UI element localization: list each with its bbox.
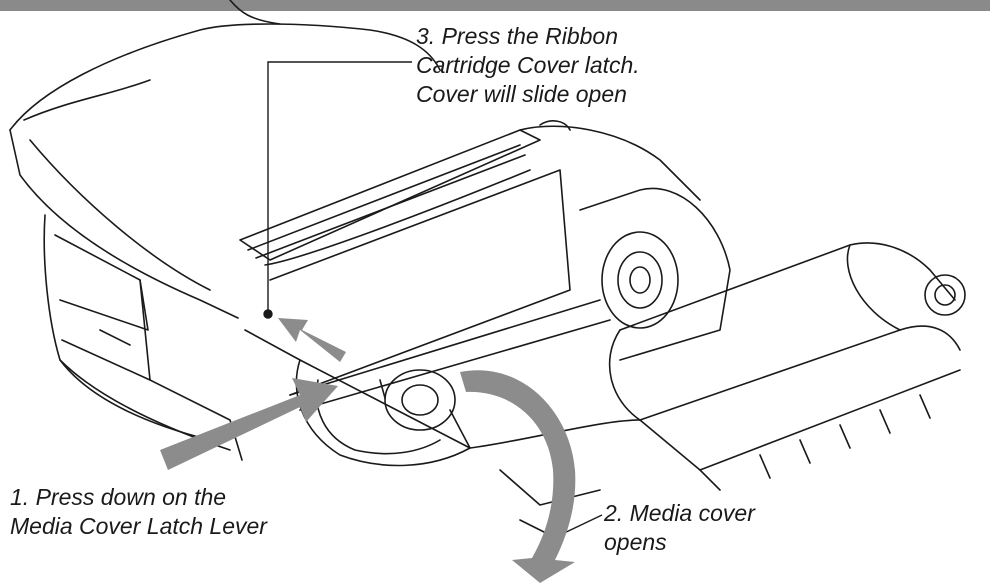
spool-hub [579, 187, 731, 361]
header-band [0, 0, 990, 11]
callout-media-cover-opens: 2. Media cover opens [604, 500, 755, 555]
latch-arrow-icon [278, 318, 346, 362]
ribbon-cartridge [608, 242, 966, 491]
media-roll [379, 369, 456, 431]
printer-left-body [43, 214, 243, 461]
callout-ribbon-latch: 3. Press the Ribbon Cartridge Cover latc… [416, 23, 640, 107]
press-arrow-icon [160, 378, 338, 470]
open-arrow-icon [460, 370, 576, 583]
callout-2-leader [559, 514, 603, 536]
print-head-area [239, 120, 701, 411]
callout-3-leader [267, 61, 412, 312]
latch-point [263, 309, 273, 319]
printer-lid [9, 0, 441, 319]
callout-media-latch-lever: 1. Press down on the Media Cover Latch L… [10, 484, 267, 539]
